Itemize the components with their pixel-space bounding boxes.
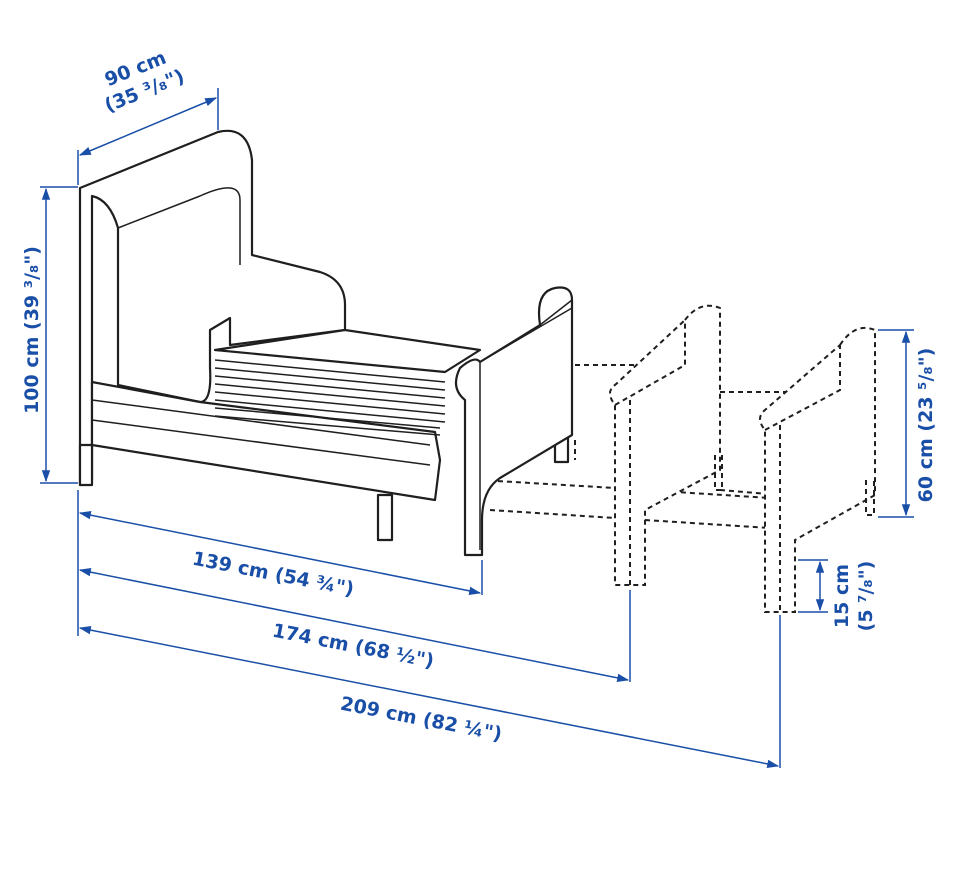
extension-height-label: 60 cm (23 ⁵/₈")	[915, 348, 937, 503]
bed-frame-solid	[78, 129, 574, 557]
length-long-label: 209 cm (82 ¼")	[339, 693, 504, 746]
leg-height-label: 15 cm (5 ⁷/₈")	[831, 561, 877, 632]
height-label: 100 cm (39 ³/₈")	[21, 246, 43, 414]
length-mid-label: 174 cm (68 ½")	[271, 620, 436, 673]
width-label: 90 cm (35 ³/₈")	[101, 47, 187, 117]
extension-dashed-outlines	[479, 304, 876, 613]
leg-height-metric: 15 cm	[831, 564, 853, 628]
length-short-label: 139 cm (54 ¾")	[191, 548, 356, 601]
bed-slats	[214, 359, 446, 436]
leg-height-imperial: (5 ⁷/₈")	[855, 561, 877, 632]
dimension-lines	[40, 88, 914, 769]
